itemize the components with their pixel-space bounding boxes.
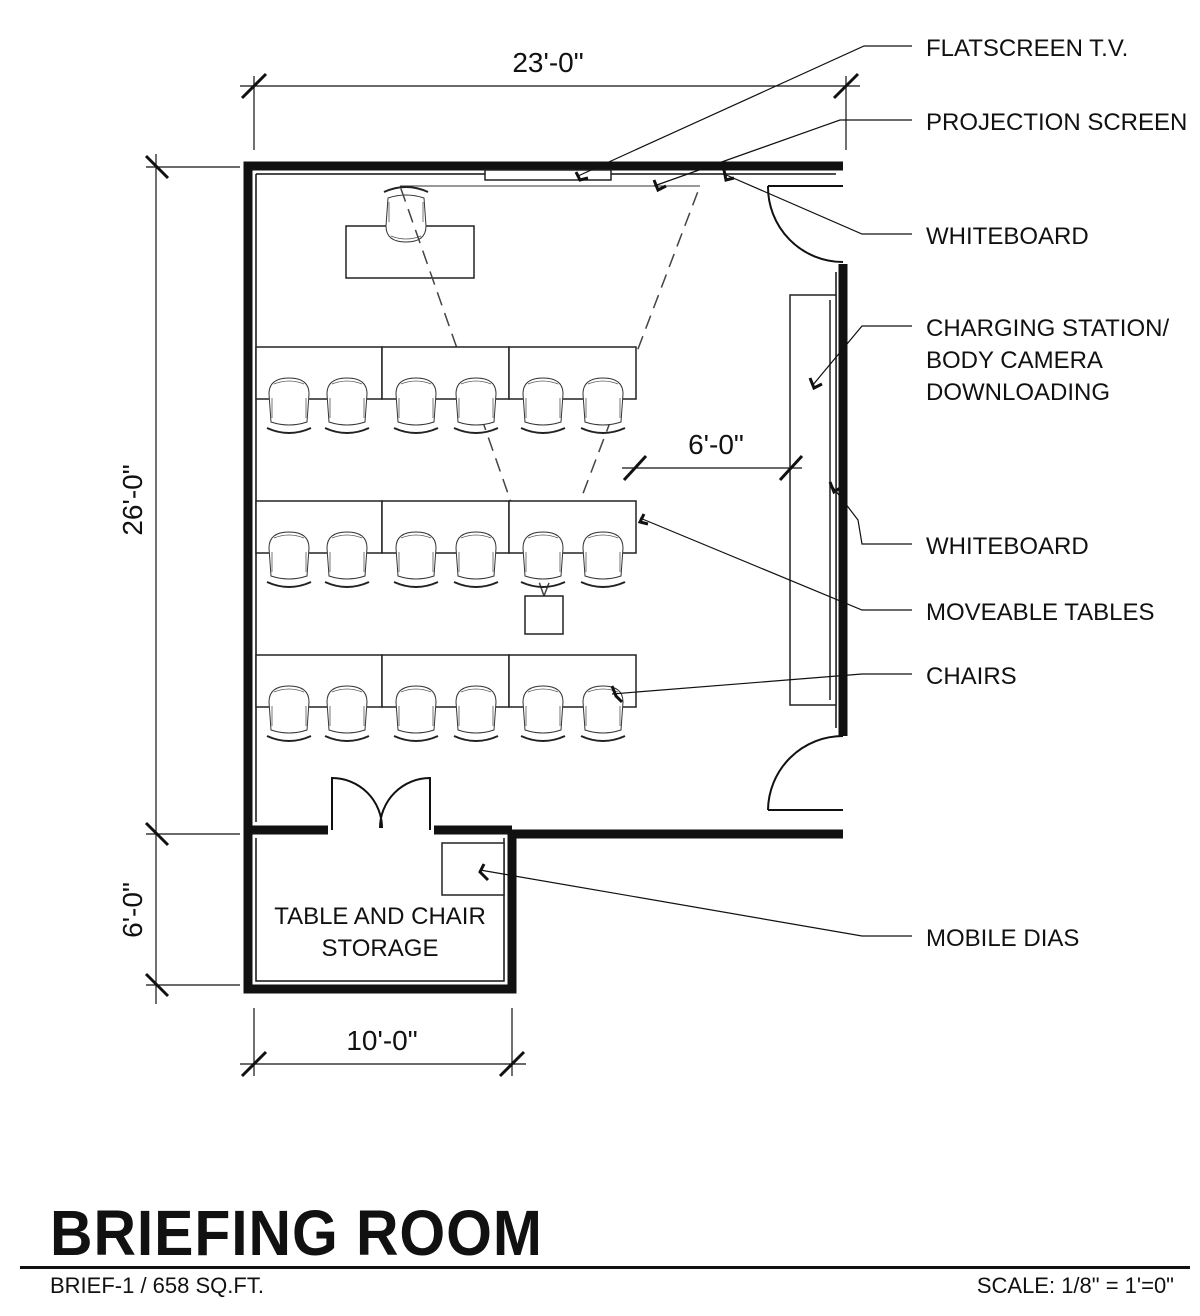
leader-lines (479, 45, 912, 937)
page-title: BRIEFING ROOM (50, 1197, 543, 1269)
callout-tables: MOVEABLE TABLES (926, 599, 1155, 626)
storage-label-line2: STORAGE (322, 935, 439, 962)
callout-charging-3: DOWNLOADING (926, 379, 1110, 406)
title-rule (20, 1266, 1190, 1269)
callout-flatscreen: FLATSCREEN T.V. (926, 35, 1128, 62)
mobile-dias (441, 842, 505, 896)
door-swing-icon (331, 185, 844, 830)
dim-width-storage: 10'-0" (346, 1025, 417, 1056)
callout-projection: PROJECTION SCREEN (926, 109, 1187, 136)
dim-height-storage: 6'-0" (117, 882, 148, 938)
dim-aisle: 6'-0" (688, 429, 744, 460)
callout-dias: MOBILE DIAS (926, 925, 1079, 952)
moveable-tables (255, 346, 637, 708)
projector (524, 595, 564, 635)
callout-chairs: CHAIRS (926, 663, 1017, 690)
callout-charging-2: BODY CAMERA (926, 347, 1103, 374)
storage-label-line1: TABLE AND CHAIR (274, 903, 486, 930)
scale-note: SCALE: 1/8" = 1'=0" (976, 1273, 1174, 1298)
charging-station (789, 294, 837, 706)
callout-whiteboard-right: WHITEBOARD (926, 533, 1089, 560)
callout-whiteboard-top: WHITEBOARD (926, 223, 1089, 250)
instructor-chair (383, 186, 429, 243)
callout-charging-1: CHARGING STATION/ (926, 315, 1169, 342)
dim-height-main: 26'-0" (117, 464, 148, 535)
flatscreen-tv (484, 169, 612, 181)
dim-width-top: 23'-0" (512, 47, 583, 78)
leader-arrowheads (478, 169, 841, 882)
room-code-area: BRIEF-1 / 658 SQ.FT. (50, 1273, 264, 1298)
dimension-ticks (144, 72, 860, 1078)
dimension-lines (146, 76, 860, 1076)
